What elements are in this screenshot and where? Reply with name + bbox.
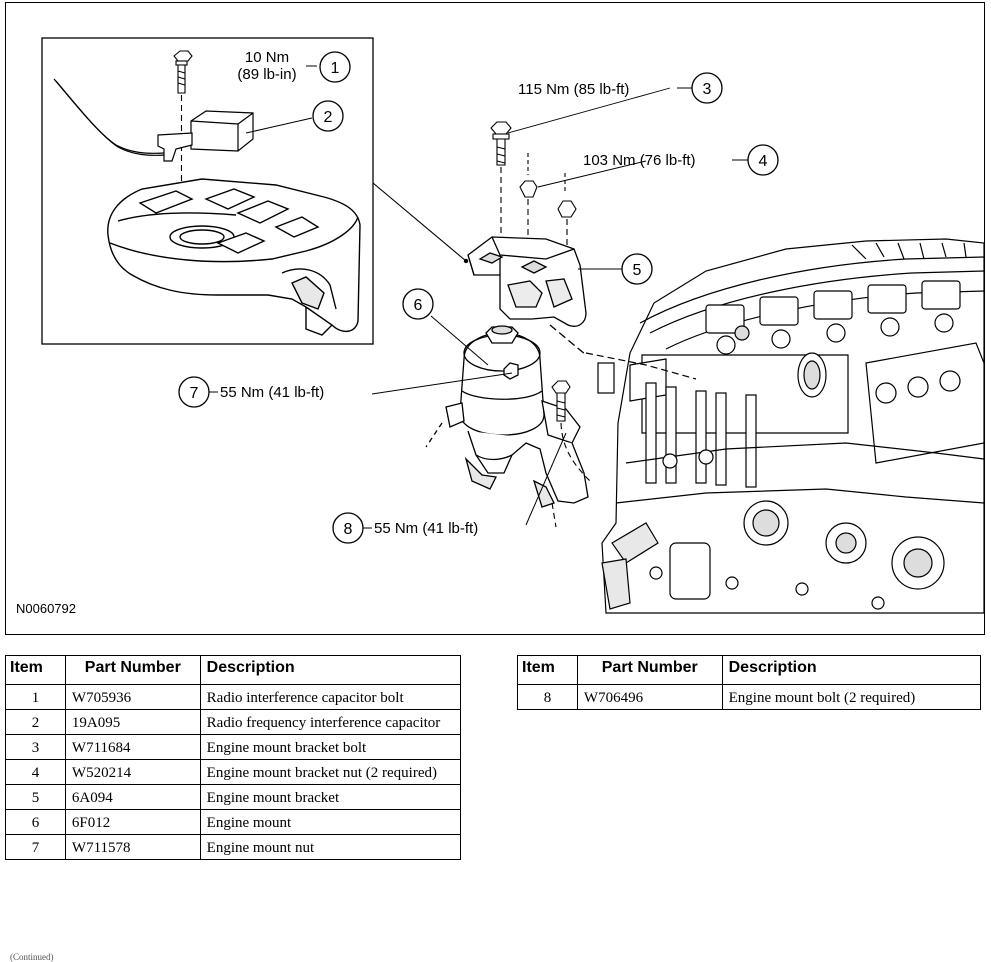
table-header-row: Item Part Number Description: [5, 655, 462, 685]
capacitor-bolt-drawing: [173, 50, 193, 193]
callout-number-3: 3: [703, 81, 712, 98]
cell-description: Engine mount: [199, 809, 462, 835]
figure-code: N0060792: [16, 601, 76, 616]
callout-leaders: [209, 65, 748, 529]
callout-circle: [691, 72, 723, 104]
callout-circle: [332, 512, 364, 544]
torque-label-8: 55 Nm (41 lb-ft): [374, 520, 478, 537]
header-item: Item: [5, 655, 66, 685]
table-row: 2 19A095 Radio frequency interference ca…: [5, 709, 462, 735]
cell-part-number: W711684: [64, 734, 201, 760]
callout-6: 6: [402, 288, 434, 320]
callout-number-5: 5: [633, 262, 642, 279]
cell-item: 1: [5, 684, 66, 710]
header-description: Description: [721, 655, 982, 685]
parts-table-left: Item Part Number Description 1 W705936 R…: [5, 655, 462, 860]
table-row: 1 W705936 Radio interference capacitor b…: [5, 684, 462, 710]
cell-item: 8: [517, 684, 578, 710]
capacitor-drawing: [157, 110, 254, 162]
cell-description: Engine mount bracket: [199, 784, 462, 810]
callout-4: 4 103 Nm (76 lb-ft): [583, 144, 779, 176]
callout-circle: [747, 144, 779, 176]
cell-part-number: 6F012: [64, 809, 201, 835]
callout-circle: [178, 376, 210, 408]
cell-description: Engine mount bracket bolt: [199, 734, 462, 760]
table-row: 8 W706496 Engine mount bolt (2 required): [517, 684, 982, 710]
table-row: 6 6F012 Engine mount: [5, 809, 462, 835]
engine-drawing: [585, 238, 985, 614]
parts-table-right: Item Part Number Description 8 W706496 E…: [517, 655, 982, 710]
cell-description: Engine mount bolt (2 required): [721, 684, 982, 710]
torque-label-1: 10 Nm: [245, 49, 289, 66]
cell-part-number: W706496: [576, 684, 723, 710]
cell-part-number: W711578: [64, 834, 201, 860]
callout-5: 5: [621, 253, 653, 285]
callout-number-6: 6: [414, 297, 423, 314]
header-item: Item: [517, 655, 578, 685]
cell-item: 5: [5, 784, 66, 810]
callout-1: 1 10 Nm (89 lb-in): [237, 49, 351, 83]
callout-circle: [621, 253, 653, 285]
callout-circle: [402, 288, 434, 320]
torque-label-1-line2: (89 lb-in): [237, 66, 296, 83]
cell-item: 4: [5, 759, 66, 785]
cell-description: Engine mount nut: [199, 834, 462, 860]
inset-leader-line: [372, 182, 467, 262]
callout-number-1: 1: [331, 60, 340, 77]
table-row: 5 6A094 Engine mount bracket: [5, 784, 462, 810]
callout-8: 8 55 Nm (41 lb-ft): [332, 512, 478, 544]
header-part-number: Part Number: [64, 655, 201, 685]
table-header-row: Item Part Number Description: [517, 655, 982, 685]
torque-label-3: 115 Nm (85 lb-ft): [518, 81, 629, 98]
torque-label-7: 55 Nm (41 lb-ft): [220, 384, 324, 401]
cell-part-number: 19A095: [64, 709, 201, 735]
cell-item: 2: [5, 709, 66, 735]
cell-item: 6: [5, 809, 66, 835]
callout-circle: [319, 51, 351, 83]
header-part-number: Part Number: [576, 655, 723, 685]
table-row: 7 W711578 Engine mount nut: [5, 834, 462, 860]
callout-2: 2: [312, 100, 344, 132]
callout-3: 3 115 Nm (85 lb-ft): [518, 72, 723, 104]
engine-mount-illustration: 1 10 Nm (89 lb-in) 2 3 115 Nm (85 lb-ft)…: [16, 37, 985, 616]
table-row: 3 W711684 Engine mount bracket bolt: [5, 734, 462, 760]
callout-number-4: 4: [759, 153, 768, 170]
torque-label-4: 103 Nm (76 lb-ft): [583, 152, 696, 169]
table-row: 4 W520214 Engine mount bracket nut (2 re…: [5, 759, 462, 785]
callout-number-7: 7: [190, 385, 199, 402]
cell-description: Radio frequency interference capacitor: [199, 709, 462, 735]
engine-mount-bracket-drawing: [467, 236, 587, 356]
cell-part-number: 6A094: [64, 784, 201, 810]
engine-mount-bolt-drawing: [551, 380, 591, 528]
capacitor-wire: [53, 78, 167, 156]
bracket-bolt-drawing: [490, 121, 512, 247]
cell-item: 7: [5, 834, 66, 860]
header-description: Description: [199, 655, 462, 685]
callout-7: 7 55 Nm (41 lb-ft): [178, 376, 324, 408]
inset-leader-dot: [463, 258, 469, 264]
cell-part-number: W705936: [64, 684, 201, 710]
callout-circle: [312, 100, 344, 132]
figure-frame: 1 10 Nm (89 lb-in) 2 3 115 Nm (85 lb-ft)…: [5, 2, 985, 635]
inset-bracket-drawing: [107, 178, 361, 336]
cell-description: Engine mount bracket nut (2 required): [199, 759, 462, 785]
cell-description: Radio interference capacitor bolt: [199, 684, 462, 710]
continued-note: (Continued): [10, 952, 54, 962]
cell-item: 3: [5, 734, 66, 760]
callout-number-2: 2: [324, 109, 333, 126]
cell-part-number: W520214: [64, 759, 201, 785]
callout-number-8: 8: [344, 521, 353, 538]
